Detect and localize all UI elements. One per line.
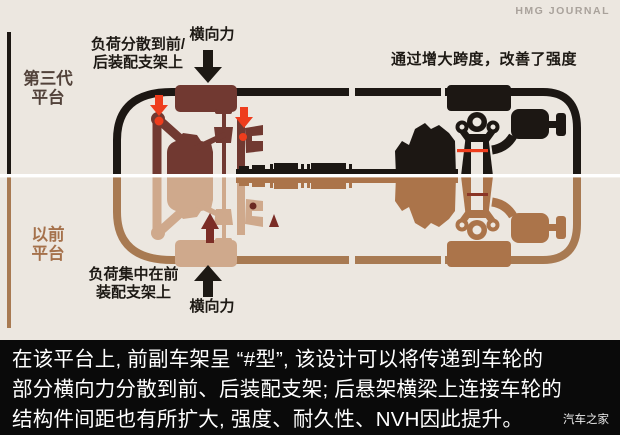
lateral-force-down-arrow-icon [194, 50, 222, 83]
gen3-side-bar [7, 32, 11, 175]
small-load-arrow-icon [269, 214, 279, 227]
wide-span-marker [457, 149, 488, 153]
load-arrow-rear-icon [235, 107, 253, 141]
narrow-span-marker [467, 193, 488, 196]
label-gen3-platform: 第三代 平台 [23, 70, 73, 107]
caption-line-2: 部分横向力分散到前、后装配支架; 后悬架横梁上连接车轮的 [12, 378, 562, 401]
annotation-span-improved: 通过增大跨度，改善了强度 [391, 51, 578, 68]
mount-point-dot [249, 202, 257, 210]
annotation-lateral-force-top: 横向力 [189, 26, 235, 43]
annotation-lateral-force-bottom: 横向力 [189, 298, 235, 315]
annotation-load-concentrated: 负荷集中在前 装配支架上 [88, 266, 179, 301]
lateral-force-up-arrow-icon [194, 265, 222, 297]
previous-side-bar [7, 175, 11, 328]
concentrated-load-arrow-icon [201, 213, 219, 243]
label-previous-platform: 以前 平台 [31, 226, 65, 263]
gen3-platform-chassis [117, 85, 577, 176]
watermark: 汽车之家 [563, 414, 609, 426]
previous-platform-chassis [117, 176, 577, 267]
chassis-diagram [0, 32, 620, 328]
caption-line-3: 结构件间距也有所扩大, 强度、耐久性、NVH因此提升。 [12, 408, 524, 431]
journal-logo: HMG JOURNAL [515, 5, 610, 17]
load-arrow-front-icon [150, 95, 168, 126]
annotation-load-distributed: 负荷分散到前/ 后装配支架上 [90, 36, 186, 71]
caption-bar: 在该平台上, 前副车架呈 “#型”, 该设计可以将传递到车轮的 部分横向力分散到… [0, 340, 620, 435]
caption-line-1: 在该平台上, 前副车架呈 “#型”, 该设计可以将传递到车轮的 [12, 348, 544, 371]
mirror-divider [0, 174, 620, 178]
